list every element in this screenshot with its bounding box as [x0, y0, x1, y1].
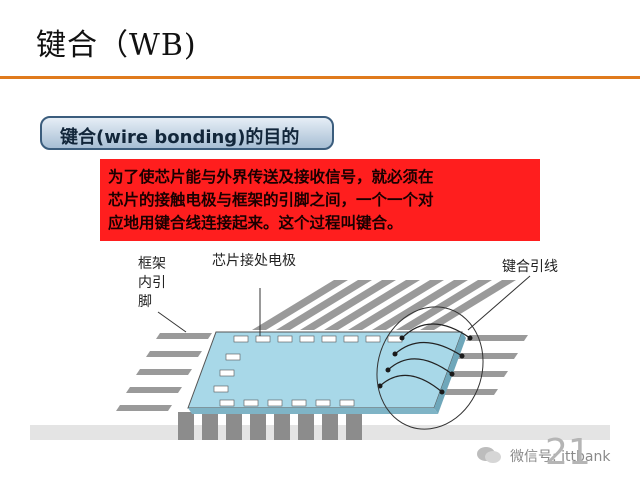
- lead-frame-pins-top: [252, 280, 516, 330]
- bond-region-highlight: [376, 306, 484, 430]
- lead-frame-pins-left: [116, 333, 212, 411]
- wire-bonding-diagram: [30, 275, 610, 440]
- bond-wires: [379, 323, 471, 393]
- bond-wire-label: 键合引线: [502, 259, 558, 275]
- lead-frame-pins-right: [436, 335, 528, 395]
- bond-points: [377, 335, 473, 395]
- callout-line-3: 应地用键合线连接起来。这个过程叫键合。: [108, 213, 403, 232]
- section-label-box: 键合(wire bonding)的目的: [40, 116, 334, 150]
- callout-line-2: 芯片的接触电极与框架的引脚之间，一个一个对: [108, 190, 434, 209]
- chip-pad-label: 芯片接处电极: [212, 253, 296, 269]
- definition-callout: 为了使芯片能与外界传送及接收信号，就必须在 芯片的接触电极与框架的引脚之间，一个…: [100, 159, 540, 241]
- watermark-text: 微信号: ittbank: [510, 449, 611, 465]
- chip-pads: [213, 335, 403, 407]
- watermark: 微信号: ittbank: [476, 440, 626, 470]
- title-divider: [0, 76, 640, 79]
- callout-line-1: 为了使芯片能与外界传送及接收信号，就必须在: [108, 167, 434, 186]
- wechat-icon: [477, 447, 501, 463]
- lead-frame-pins-bottom: [178, 412, 362, 440]
- page-number: 21: [545, 432, 591, 473]
- slide-title: 键合（WB): [36, 28, 197, 63]
- section-label: 键合(wire bonding)的目的: [60, 127, 300, 148]
- chip-front: [188, 408, 438, 414]
- label-leaders: [157, 275, 531, 336]
- frame-pin-label: 框架内引脚: [138, 256, 166, 310]
- base-shadow: [30, 425, 610, 440]
